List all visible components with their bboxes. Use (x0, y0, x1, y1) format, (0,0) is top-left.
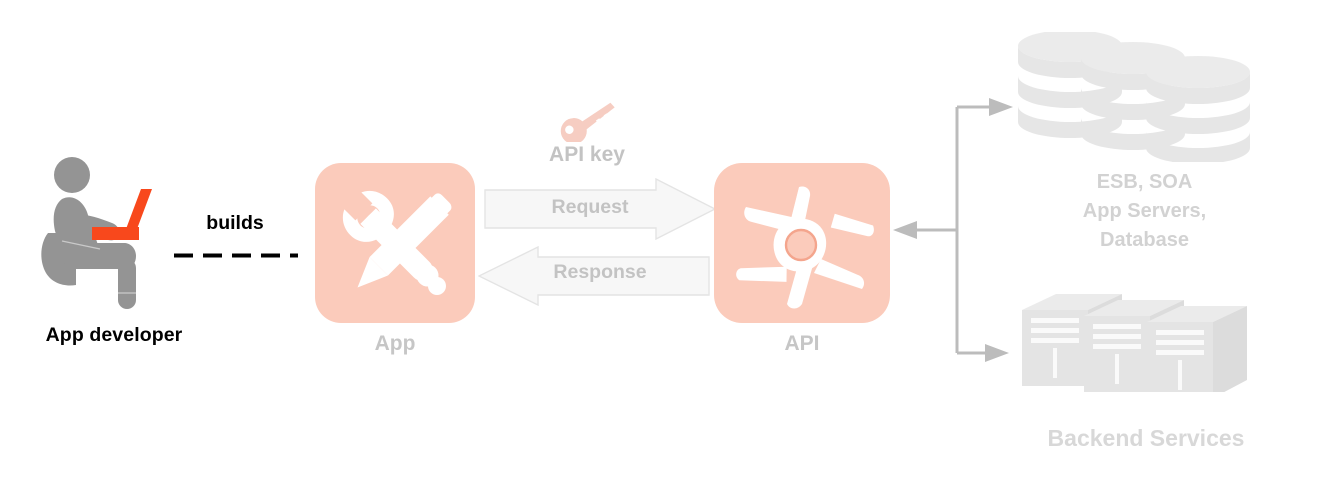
request-label: Request (551, 196, 629, 218)
arrowhead-to-api (893, 221, 917, 239)
database-label-line-3: Database (1100, 229, 1189, 251)
builds-label: builds (206, 212, 264, 234)
builds-dashed-line (172, 245, 300, 258)
database-cylinder-stack-icon (1018, 30, 1268, 164)
backend-services-label: Backend Services (1047, 425, 1245, 451)
api-tile[interactable] (714, 163, 890, 323)
app-developer-label: App developer (45, 324, 183, 346)
app-tile[interactable] (315, 163, 475, 323)
api-label: API (784, 332, 820, 355)
database-label-line-2: App Servers, (1082, 200, 1207, 222)
key-icon (556, 100, 622, 145)
app-developer-icon (40, 155, 170, 315)
database-label-line-1: ESB, SOA (1096, 171, 1193, 193)
backend-connector-arrows (890, 85, 1020, 375)
wrench-and-pencil-icon (341, 189, 452, 295)
arrowhead-to-servers (985, 344, 1009, 362)
app-label: App (374, 332, 416, 355)
database-label: ESB, SOA App Servers, Database (1022, 168, 1267, 255)
response-arrow (477, 245, 710, 307)
response-label: Response (553, 261, 647, 283)
server-rack-stack-icon (1022, 282, 1262, 398)
api-key-label: API key (549, 143, 625, 166)
api-hub-star-icon (736, 186, 874, 309)
arrowhead-to-databases (989, 98, 1013, 116)
request-arrow (484, 177, 717, 241)
